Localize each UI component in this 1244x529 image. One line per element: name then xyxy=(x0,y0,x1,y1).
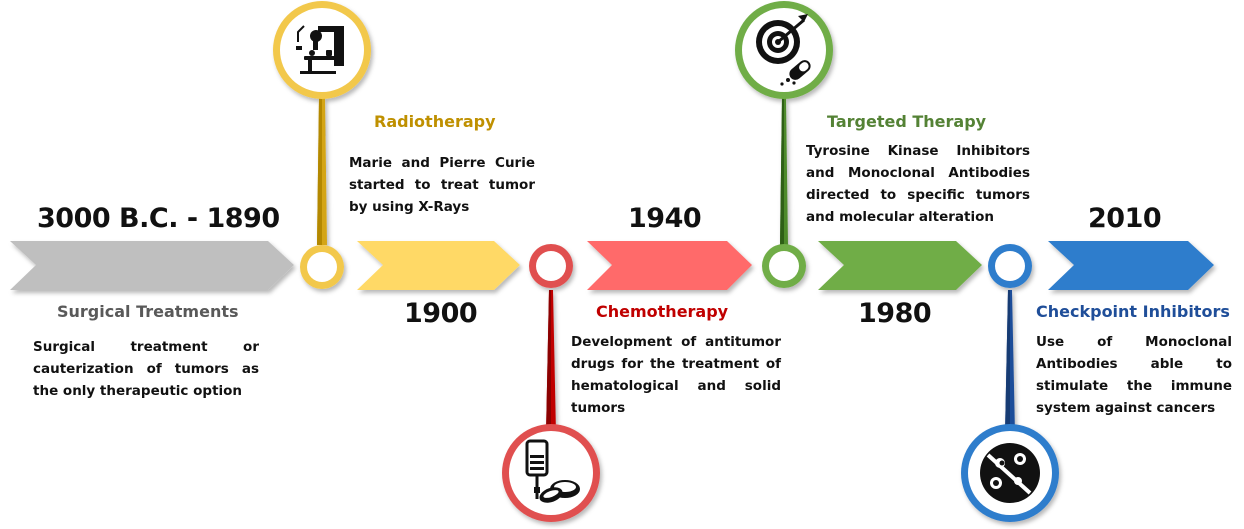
arrow-targeted xyxy=(818,241,982,290)
era-description: Use of Monoclonal Antibodies able to sti… xyxy=(1036,334,1232,416)
target-and-capsule-icon xyxy=(756,14,811,86)
era-description: Tyrosine Kinase Inhibitors and Monoclona… xyxy=(806,143,1030,225)
immune-cells-icon xyxy=(980,443,1040,503)
radiotherapy-machine-icon xyxy=(296,25,344,74)
era-description: Surgical treatment or cauterization of t… xyxy=(33,339,259,399)
arrow-chemotherapy xyxy=(587,241,752,290)
year-label: 2010 xyxy=(1088,203,1162,234)
year-label: 1980 xyxy=(858,298,932,329)
radiotherapy-pin xyxy=(273,1,371,289)
era-title: Surgical Treatments xyxy=(57,302,239,321)
arrow-surgical xyxy=(10,241,294,290)
era-title: Chemotherapy xyxy=(596,302,729,321)
era-title: Targeted Therapy xyxy=(827,112,987,131)
era-description: Development of antitumor drugs for the t… xyxy=(571,334,781,416)
year-label: 1900 xyxy=(404,298,478,329)
era-description: Marie and Pierre Curie started to treat … xyxy=(349,155,535,215)
arrow-checkpoint xyxy=(1048,241,1214,290)
arrow-radiotherapy xyxy=(357,241,520,290)
year-label: 1940 xyxy=(628,203,702,234)
iv-drip-and-pills-icon xyxy=(525,439,580,503)
year-label: 3000 B.C. - 1890 xyxy=(37,203,280,234)
era-title: Radiotherapy xyxy=(374,112,496,131)
era-title: Checkpoint Inhibitors xyxy=(1036,302,1230,321)
